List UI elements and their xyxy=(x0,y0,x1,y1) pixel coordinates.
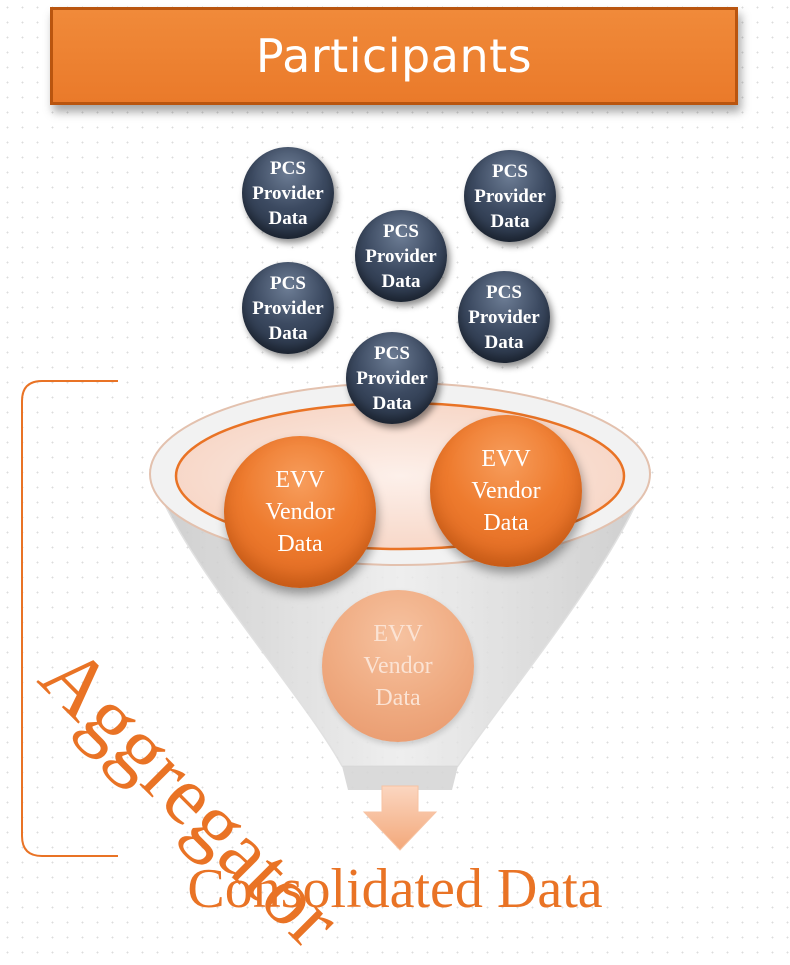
provider-bubble: PCS Provider Data xyxy=(346,332,438,424)
header-title: Participants xyxy=(255,29,533,83)
provider-bubble: PCS Provider Data xyxy=(464,150,556,242)
vendor-line: EVV xyxy=(275,467,325,493)
aggregator-bracket xyxy=(21,380,118,857)
provider-line: Provider xyxy=(252,182,324,204)
provider-bubble: PCS Provider Data xyxy=(242,262,334,354)
provider-line: PCS xyxy=(374,342,410,364)
consolidated-data-label: Consolidated Data xyxy=(187,858,603,920)
provider-bubble: PCS Provider Data xyxy=(458,271,550,363)
provider-line: Provider xyxy=(365,245,437,267)
provider-line: Provider xyxy=(356,367,428,389)
provider-line: PCS xyxy=(270,272,306,294)
provider-line: Provider xyxy=(474,185,546,207)
provider-line: Data xyxy=(484,331,524,353)
vendor-bubble: EVV Vendor Data xyxy=(224,436,376,588)
vendor-bubble-faded: EVV Vendor Data xyxy=(322,590,474,742)
provider-line: Data xyxy=(268,207,308,229)
provider-line: PCS xyxy=(383,220,419,242)
provider-bubble: PCS Provider Data xyxy=(355,210,447,302)
vendor-line: Data xyxy=(483,510,529,536)
participants-header: Participants xyxy=(50,7,738,105)
provider-line: Data xyxy=(490,210,530,232)
vendor-line: EVV xyxy=(481,446,531,472)
vendor-line: Vendor xyxy=(265,499,335,525)
vendor-bubble: EVV Vendor Data xyxy=(430,415,582,567)
vendor-line: Vendor xyxy=(363,653,433,679)
provider-line: Data xyxy=(268,322,308,344)
provider-line: Data xyxy=(381,270,421,292)
vendor-line: EVV xyxy=(373,621,423,647)
vendor-line: Data xyxy=(375,685,421,711)
provider-line: Provider xyxy=(252,297,324,319)
provider-line: Provider xyxy=(468,306,540,328)
provider-line: PCS xyxy=(270,157,306,179)
vendor-line: Vendor xyxy=(471,478,541,504)
funnel-spout xyxy=(342,766,458,790)
provider-bubble: PCS Provider Data xyxy=(242,147,334,239)
provider-line: Data xyxy=(372,392,412,414)
vendor-line: Data xyxy=(277,531,323,557)
provider-line: PCS xyxy=(492,160,528,182)
provider-line: PCS xyxy=(486,281,522,303)
down-arrow-icon xyxy=(362,785,438,851)
